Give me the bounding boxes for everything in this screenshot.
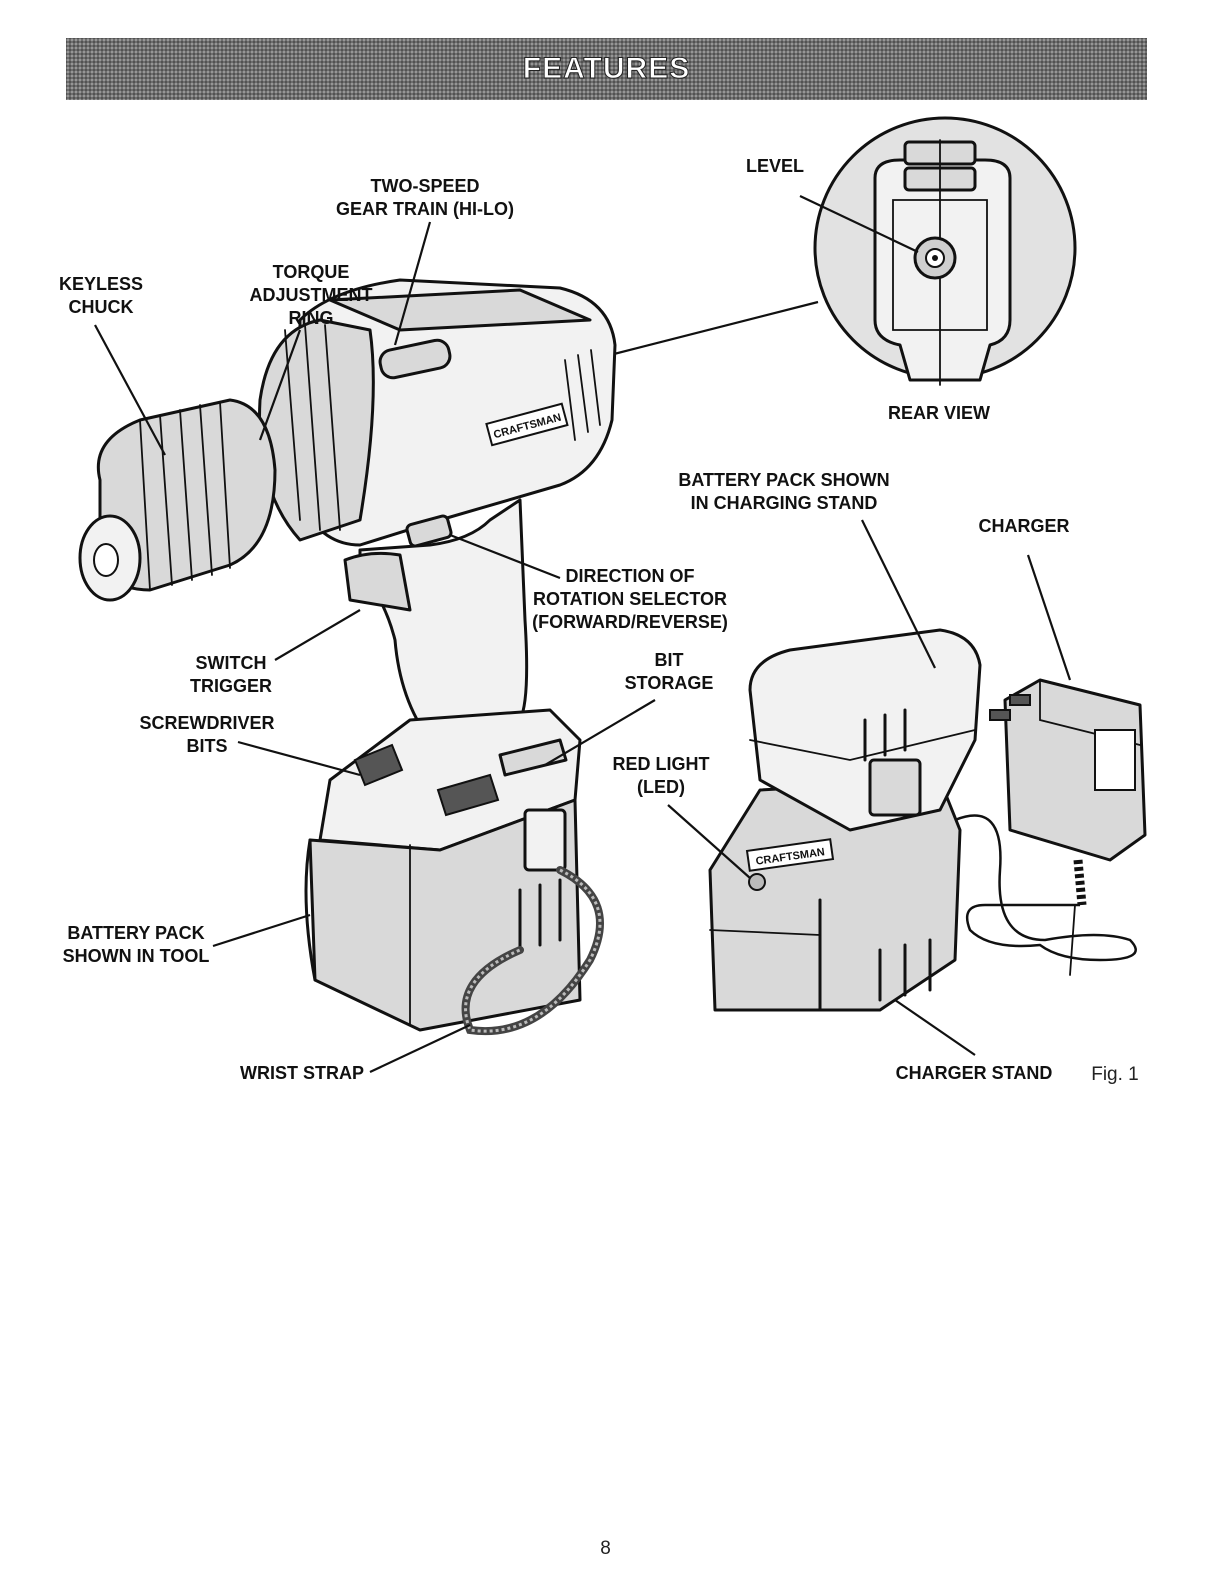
svg-text:ADJUSTMENT: ADJUSTMENT (249, 285, 372, 305)
label-bit-storage: BIT STORAGE (625, 650, 714, 693)
svg-text:BATTERY PACK: BATTERY PACK (67, 923, 204, 943)
svg-text:SHOWN IN TOOL: SHOWN IN TOOL (63, 946, 210, 966)
svg-text:(FORWARD/REVERSE): (FORWARD/REVERSE) (532, 612, 728, 632)
svg-text:TORQUE: TORQUE (273, 262, 350, 282)
svg-text:SWITCH: SWITCH (196, 653, 267, 673)
svg-text:KEYLESS: KEYLESS (59, 274, 143, 294)
svg-text:TWO-SPEED: TWO-SPEED (370, 176, 479, 196)
label-screwdriver-bits: SCREWDRIVER BITS (139, 713, 274, 756)
svg-text:BATTERY PACK SHOWN: BATTERY PACK SHOWN (678, 470, 889, 490)
label-wrist-strap: WRIST STRAP (240, 1063, 364, 1083)
features-header-bar: FEATURES (66, 38, 1147, 100)
svg-text:(LED): (LED) (637, 777, 685, 797)
rear-view-inset (799, 116, 1077, 386)
svg-text:RED LIGHT: RED LIGHT (613, 754, 710, 774)
label-switch-trigger: SWITCH TRIGGER (190, 653, 272, 696)
drill-illustration: CRAFTSMAN (78, 278, 617, 1036)
label-charger: CHARGER (978, 516, 1069, 536)
svg-text:SCREWDRIVER: SCREWDRIVER (139, 713, 274, 733)
svg-text:GEAR TRAIN (HI-LO): GEAR TRAIN (HI-LO) (336, 199, 514, 219)
label-battery-pack-in-charging-stand: BATTERY PACK SHOWN IN CHARGING STAND (678, 470, 889, 513)
svg-text:BIT: BIT (655, 650, 684, 670)
svg-text:BITS: BITS (186, 736, 227, 756)
svg-text:TRIGGER: TRIGGER (190, 676, 272, 696)
label-battery-pack-in-tool: BATTERY PACK SHOWN IN TOOL (63, 923, 210, 966)
label-keyless-chuck: KEYLESS CHUCK (59, 274, 143, 317)
red-light-led (748, 873, 766, 891)
charging-stand-illustration: CRAFTSMAN (708, 628, 982, 1012)
label-red-light-led: RED LIGHT (LED) (613, 754, 710, 797)
label-level: LEVEL (746, 156, 804, 176)
label-two-speed-gear-train: TWO-SPEED GEAR TRAIN (HI-LO) (336, 176, 514, 219)
svg-text:RING: RING (289, 308, 334, 328)
label-direction-of-rotation-selector: DIRECTION OF ROTATION SELECTOR (FORWARD/… (532, 566, 728, 632)
svg-text:DIRECTION OF: DIRECTION OF (566, 566, 695, 586)
label-torque-adjustment-ring: TORQUE ADJUSTMENT RING (249, 262, 372, 328)
charger-illustration (954, 678, 1147, 976)
page-number: 8 (600, 1538, 611, 1559)
svg-text:ROTATION SELECTOR: ROTATION SELECTOR (533, 589, 727, 609)
svg-text:IN CHARGING STAND: IN CHARGING STAND (691, 493, 878, 513)
page-title: FEATURES (522, 52, 691, 86)
label-rear-view: REAR VIEW (888, 403, 990, 423)
figure-label: Fig. 1 (1091, 1064, 1139, 1085)
svg-text:CHUCK: CHUCK (69, 297, 134, 317)
label-charger-stand: CHARGER STAND (896, 1063, 1053, 1083)
svg-text:STORAGE: STORAGE (625, 673, 714, 693)
